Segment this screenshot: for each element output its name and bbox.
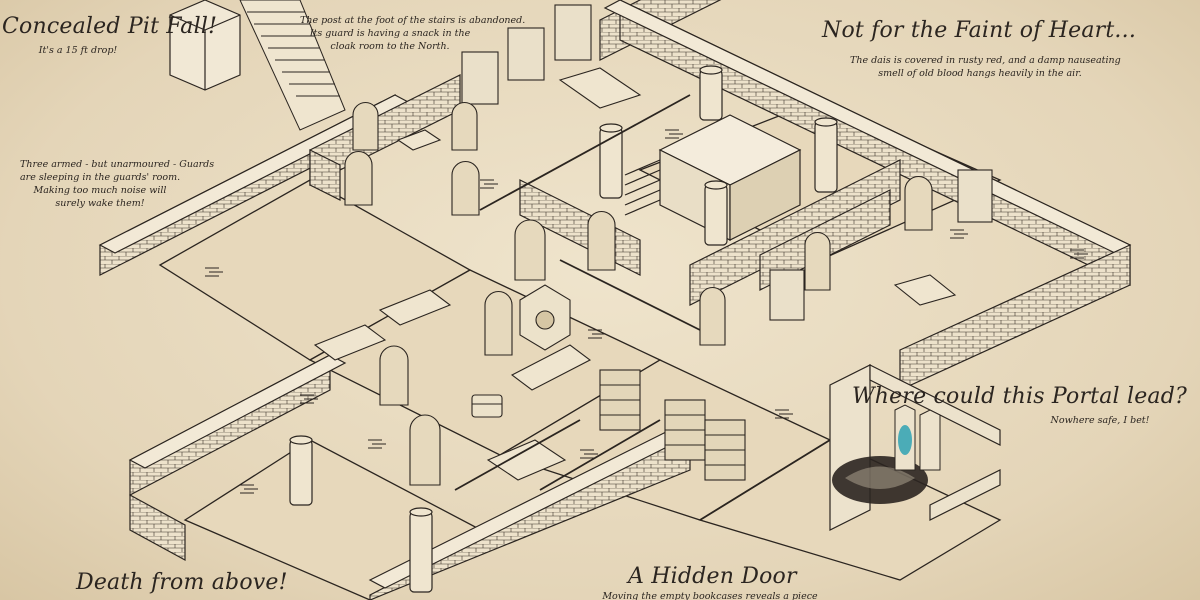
death-above-title: Death from above! bbox=[76, 570, 288, 595]
floor-brick-marks bbox=[205, 129, 1088, 494]
wardrobes bbox=[461, 4, 993, 321]
faint-heart-title: Not for the Faint of Heart... bbox=[822, 18, 1137, 43]
guards-note: Three armed - but unarmoured - Guards ar… bbox=[20, 159, 215, 209]
stairs-post-note: The post at the foot of the stairs is ab… bbox=[300, 15, 526, 52]
staircase bbox=[239, 0, 346, 131]
portal bbox=[832, 404, 941, 504]
pit-fall bbox=[169, 0, 241, 91]
hidden-door-title: A Hidden Door bbox=[628, 564, 797, 589]
pitfall-title: Concealed Pit Fall! bbox=[2, 14, 218, 39]
treasure-chest bbox=[471, 394, 503, 418]
tables bbox=[313, 67, 957, 481]
doors bbox=[344, 101, 933, 486]
room-lines bbox=[454, 94, 831, 521]
walls bbox=[98, 0, 1132, 600]
pitfall-note: It's a 15 ft drop! bbox=[38, 45, 118, 56]
faint-heart-note: The dais is covered in rusty red, and a … bbox=[850, 55, 1121, 79]
pillars bbox=[289, 65, 838, 593]
portal-note: Nowhere safe, I bet! bbox=[1050, 415, 1150, 426]
portal-title: Where could this Portal lead? bbox=[852, 384, 1188, 409]
hidden-door-note: Moving the empty bookcases reveals a pie… bbox=[602, 591, 818, 600]
bookcases bbox=[599, 369, 746, 481]
fireplace bbox=[519, 284, 571, 351]
